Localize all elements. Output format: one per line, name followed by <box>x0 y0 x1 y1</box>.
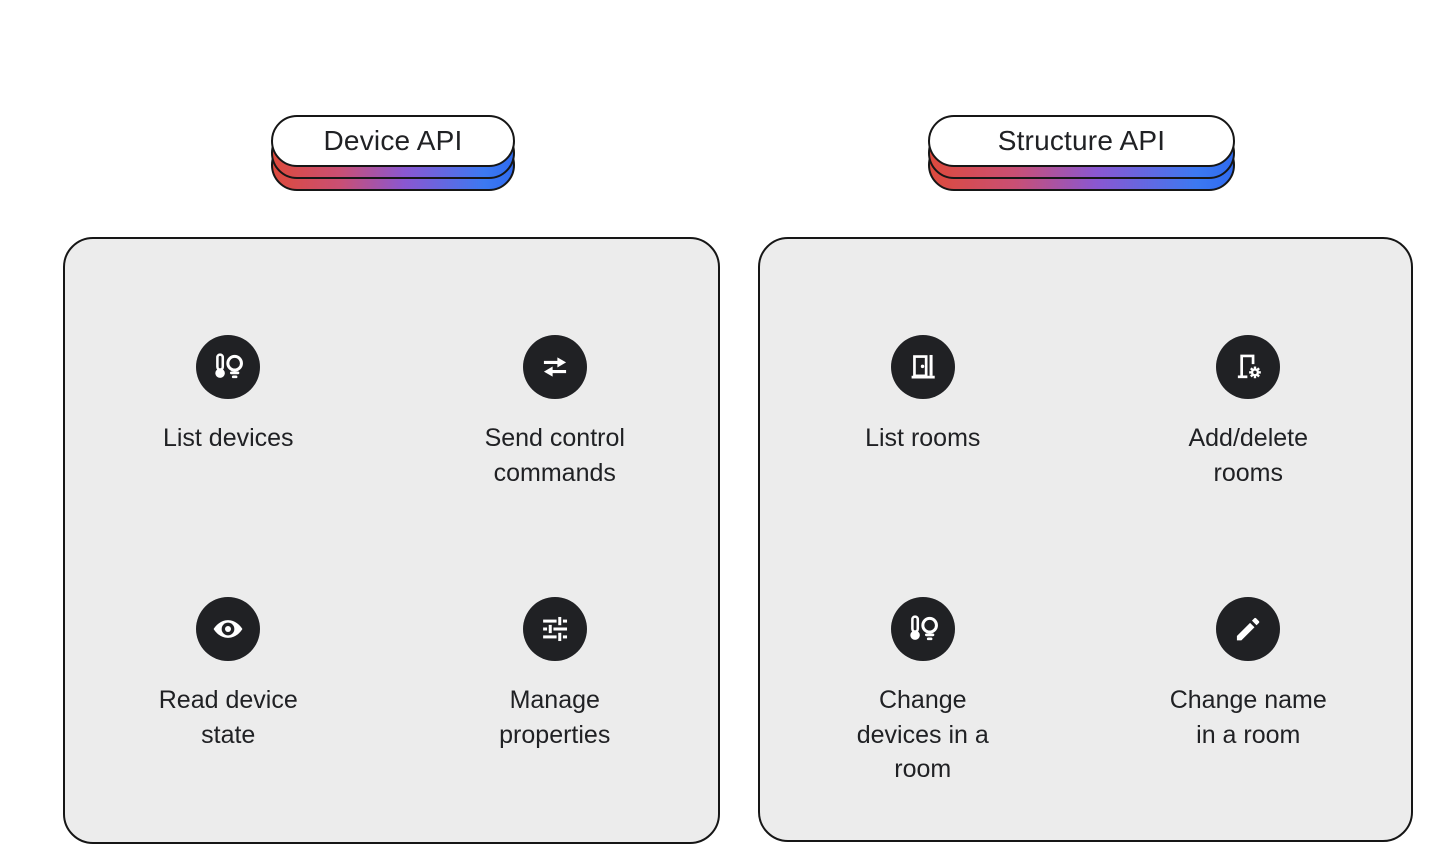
feature-label: Add/delete rooms <box>1188 424 1309 487</box>
feature-item-send-control-commands: Send control commands <box>460 335 650 490</box>
feature-item-change-devices-in-a-room: Change devices in a room <box>845 597 1000 787</box>
thermostat-bulb-icon <box>890 597 955 661</box>
door-settings-icon <box>1216 335 1281 399</box>
swap-arrows-icon <box>522 335 587 399</box>
feature-label: Change devices in a room <box>856 686 989 783</box>
feature-item-change-name-in-a-room: Change name in a room <box>1163 597 1333 752</box>
feature-item-add-delete-rooms: Add/delete rooms <box>1153 335 1343 490</box>
feature-item-list-devices: List devices <box>163 335 294 456</box>
feature-item-read-device-state: Read device state <box>133 597 323 752</box>
pencil-icon <box>1216 597 1281 661</box>
feature-label: List devices <box>162 424 294 452</box>
device-api-badge-label: Device API <box>271 115 515 167</box>
feature-item-manage-properties: Manage properties <box>460 597 650 752</box>
feature-label: Read device state <box>158 686 298 749</box>
structure-api-panel: List rooms Add/delete rooms Change devic… <box>758 237 1413 842</box>
structure-api-badge: Structure API <box>928 115 1235 191</box>
thermostat-bulb-icon <box>196 335 261 399</box>
device-api-badge: Device API <box>271 115 515 191</box>
device-api-panel: List devices Send control commands Read … <box>63 237 720 844</box>
tune-sliders-icon <box>522 597 587 661</box>
structure-api-badge-label: Structure API <box>928 115 1235 167</box>
feature-label: Change name in a room <box>1169 686 1327 749</box>
feature-label: List rooms <box>865 424 981 452</box>
feature-label: Send control commands <box>484 424 625 487</box>
open-door-icon <box>890 335 955 399</box>
feature-label: Manage properties <box>499 686 611 749</box>
eye-icon <box>196 597 261 661</box>
feature-item-list-rooms: List rooms <box>865 335 980 456</box>
